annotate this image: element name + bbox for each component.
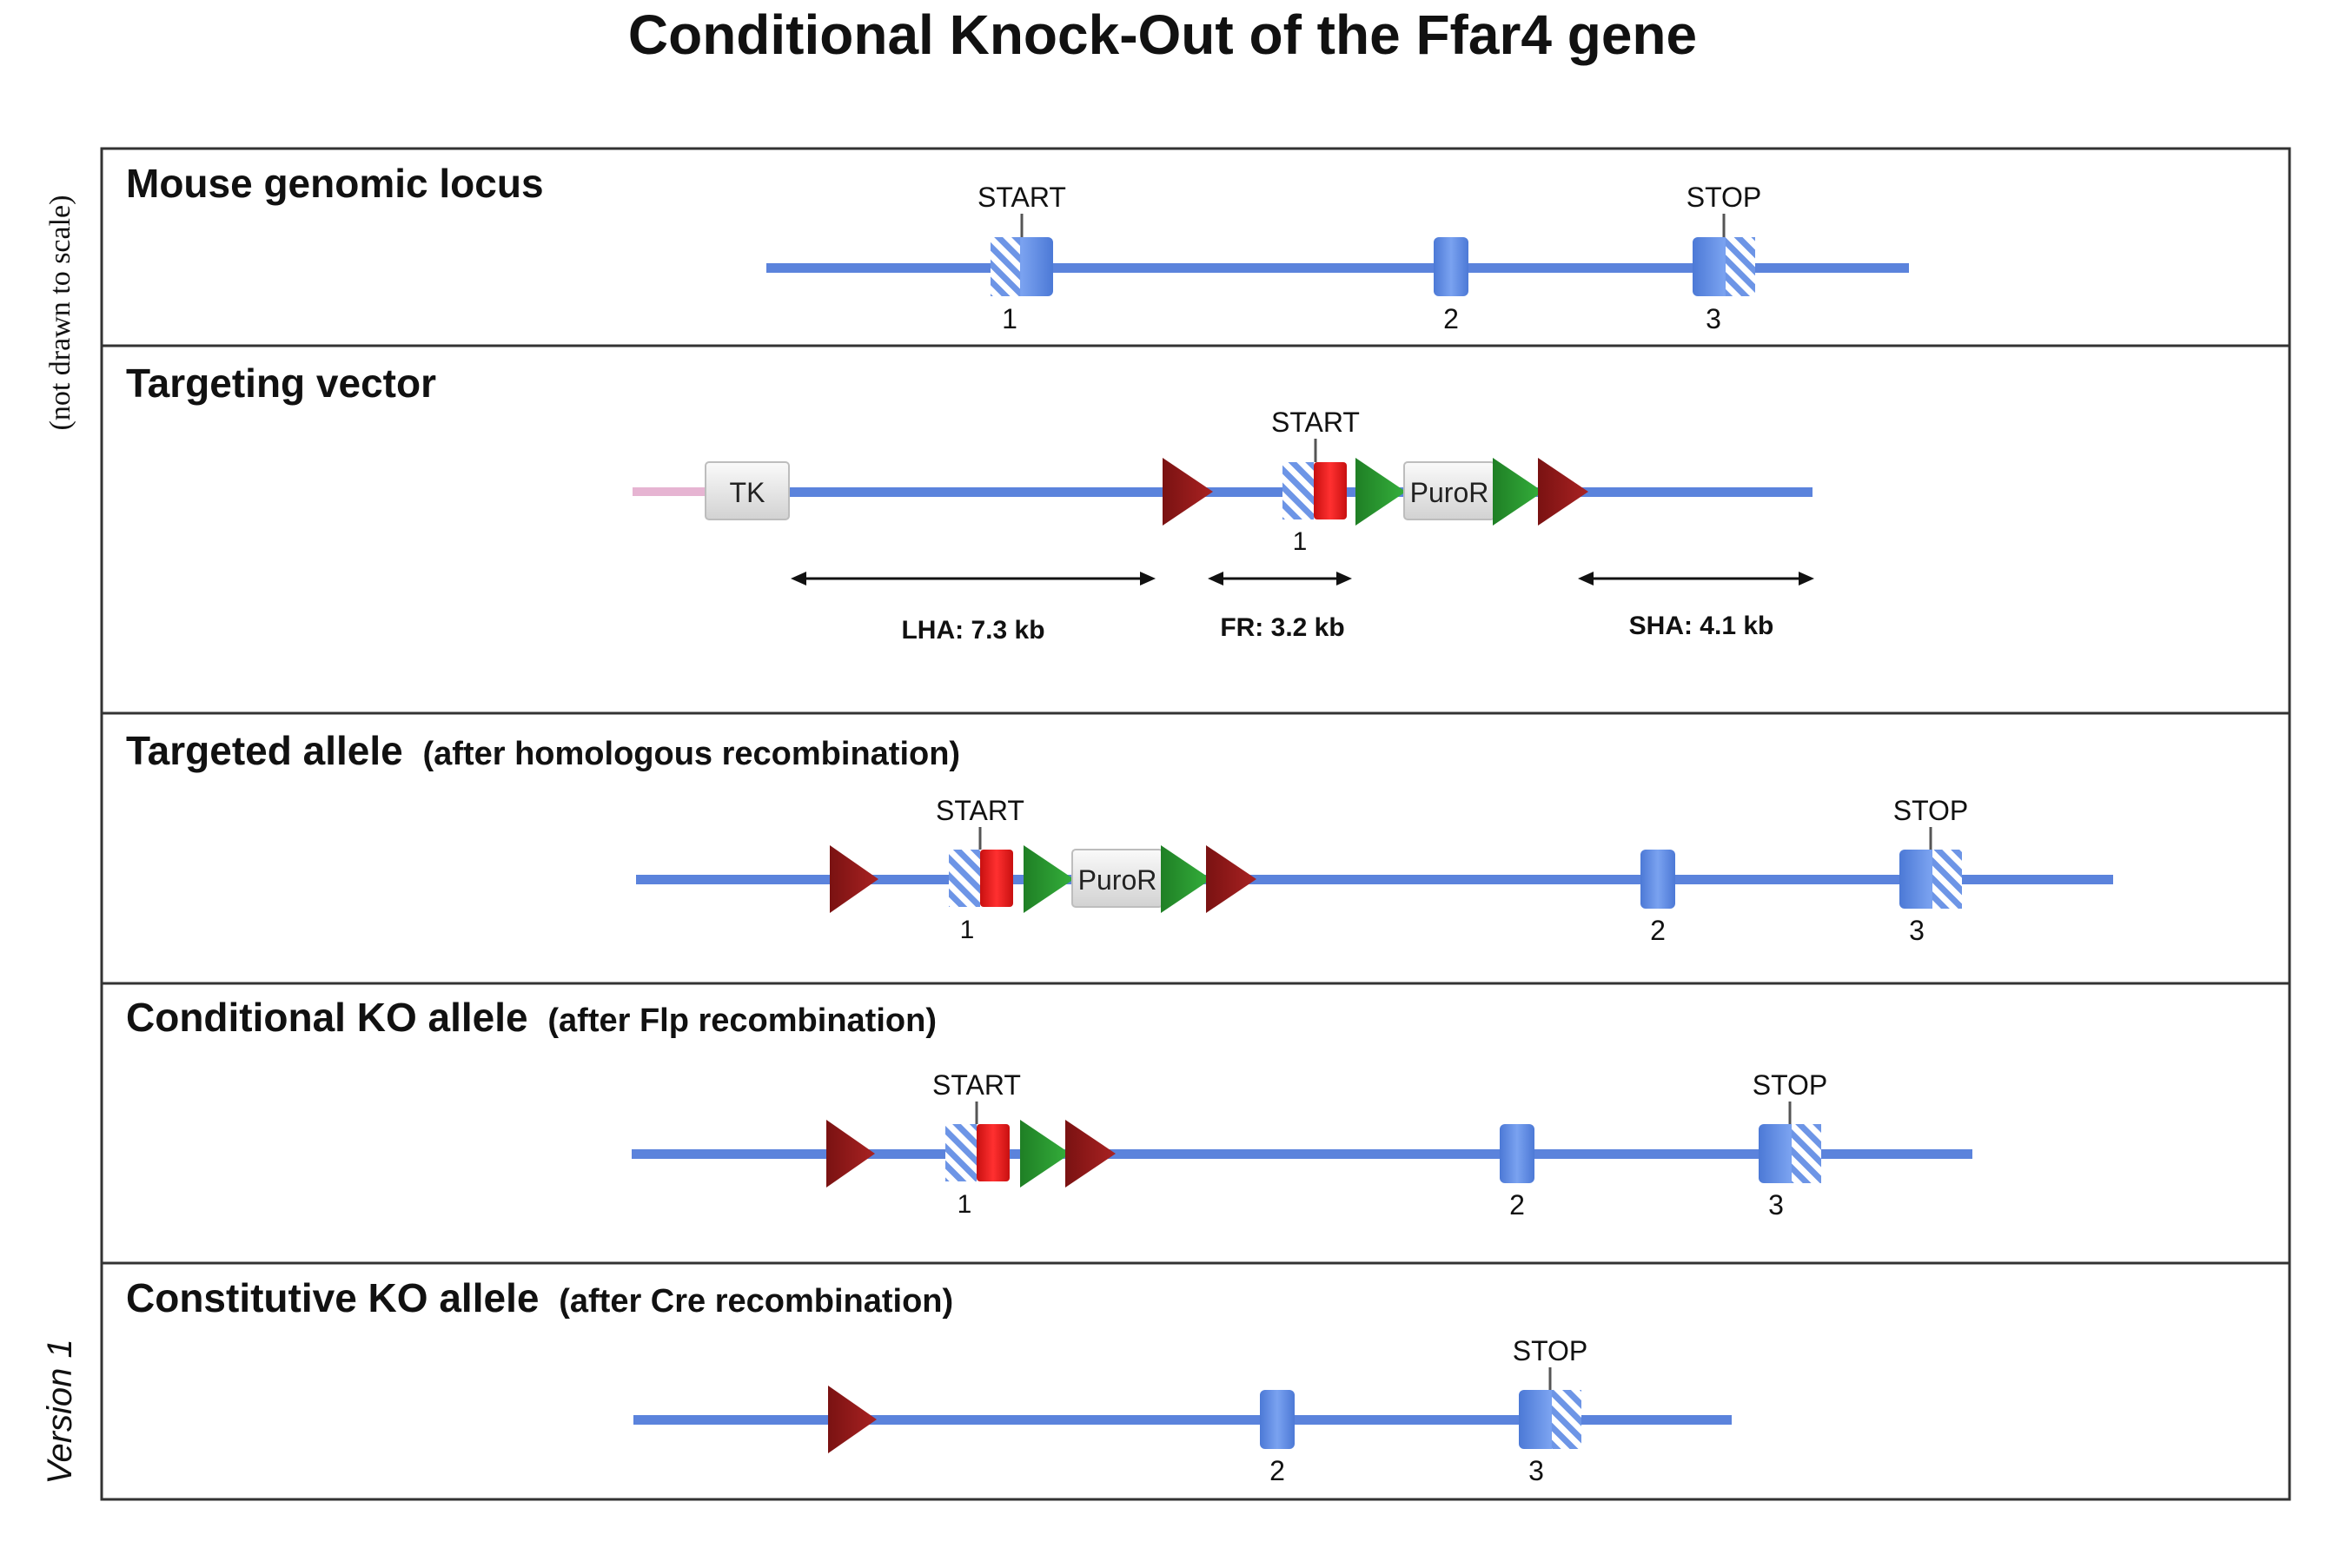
loxp-site: [826, 1120, 875, 1188]
arm-label: LHA: 7.3 kb: [901, 616, 1044, 645]
arrow-head: [1208, 572, 1223, 586]
arm-label: FR: 3.2 kb: [1220, 613, 1344, 642]
backbone-line: [633, 1415, 1732, 1425]
start-label: START: [1271, 407, 1360, 438]
conditional-map: START 1 2 STOP 3: [632, 1069, 1972, 1221]
arrow-head: [1578, 572, 1594, 586]
exon-1-coding: [980, 850, 1013, 907]
exon-number: 1: [1293, 527, 1308, 556]
panel-title-text: Mouse genomic locus: [126, 161, 544, 206]
panel-title-text: Targeting vector: [126, 361, 436, 406]
exon-number: 2: [1650, 915, 1666, 946]
exon-3-utr: [1932, 850, 1962, 909]
figure-title: Conditional Knock-Out of the Ffar4 gene: [628, 3, 1697, 66]
backbone-line: [766, 263, 1909, 273]
backbone-line: [632, 1149, 1972, 1159]
stop-label: STOP: [1893, 795, 1969, 826]
exon-number: 1: [960, 916, 975, 944]
vector-tail: [633, 487, 707, 496]
backbone-line: [707, 487, 1813, 497]
exon-1-utr: [991, 237, 1020, 296]
exon-number: 3: [1528, 1455, 1544, 1486]
exon-1-coding: [1314, 462, 1347, 519]
exon-1-utr: [1282, 462, 1314, 519]
loxp-site: [828, 1386, 877, 1453]
panel-frame: [100, 147, 2291, 1501]
exon-3-utr: [1726, 237, 1755, 296]
stop-label: STOP: [1753, 1069, 1828, 1101]
loxp-site: [1065, 1120, 1116, 1188]
panel-title-vector: Targeting vector: [126, 361, 436, 406]
stop-label: STOP: [1687, 182, 1762, 213]
frt-site: [1355, 458, 1406, 526]
arrow-head: [1336, 572, 1352, 586]
panel-title-text: Conditional KO allele: [126, 995, 528, 1040]
locus-map: START STOP 1 2 3: [766, 182, 1909, 334]
panel-title-conditional: Conditional KO allele (after Flp recombi…: [126, 995, 937, 1040]
arrow-head: [791, 572, 806, 586]
arrow-head: [1140, 572, 1156, 586]
panel-subtitle: (after Flp recombination): [547, 1002, 937, 1039]
exon-number: 3: [1768, 1189, 1784, 1221]
tk-label: TK: [730, 477, 765, 508]
loxp-site: [1206, 845, 1256, 913]
exon-number: 3: [1706, 303, 1721, 334]
panel-title-text: Targeted allele: [126, 728, 403, 773]
exon-number: 3: [1909, 915, 1925, 946]
exon-1-utr: [945, 1124, 977, 1181]
start-label: START: [932, 1069, 1021, 1101]
vector-map: TK START 1 PuroR LHA: 7.3 kb FR: 3.2 kb …: [633, 407, 1814, 645]
exon-number: 1: [958, 1190, 972, 1219]
stop-label: STOP: [1513, 1335, 1588, 1366]
exon-number: 1: [1002, 303, 1017, 334]
arrow-head: [1799, 572, 1814, 586]
panel-title-text: Constitutive KO allele: [126, 1275, 539, 1320]
panel-subtitle: (after Cre recombination): [559, 1283, 953, 1320]
frt-site: [1024, 845, 1074, 913]
puror-label: PuroR: [1410, 477, 1489, 508]
panel-subtitle: (after homologous recombination): [423, 736, 961, 772]
exon-2: [1434, 237, 1468, 296]
scale-note: (not drawn to scale): [44, 195, 76, 431]
tk-cassette: [705, 461, 790, 520]
targeted-map: START 1 PuroR 2 STOP 3: [636, 795, 2113, 946]
version-note: Version 1: [41, 1339, 79, 1485]
exon-2: [1640, 850, 1675, 909]
loxp-site: [830, 845, 878, 913]
arm-label: SHA: 4.1 kb: [1629, 612, 1774, 640]
frt-site: [1161, 845, 1211, 913]
frt-site: [1493, 458, 1543, 526]
exon-3-utr: [1552, 1390, 1581, 1449]
loxp-site: [1163, 458, 1213, 526]
puror-label: PuroR: [1078, 864, 1157, 896]
exon-number: 2: [1269, 1455, 1285, 1486]
exon-number: 2: [1443, 303, 1459, 334]
exon-number: 2: [1509, 1189, 1525, 1221]
exon-3-utr: [1792, 1124, 1821, 1183]
loxp-site: [1538, 458, 1588, 526]
exon-2: [1500, 1124, 1534, 1183]
panel-title-targeted: Targeted allele (after homologous recomb…: [126, 728, 960, 773]
backbone-line: [636, 875, 2113, 884]
start-label: START: [936, 795, 1024, 826]
constitutive-map: 2 STOP 3: [633, 1335, 1732, 1486]
panel-title-locus: Mouse genomic locus: [126, 161, 544, 206]
frt-site: [1020, 1120, 1070, 1188]
exon-2: [1260, 1390, 1295, 1449]
exon-1-coding: [977, 1124, 1010, 1181]
panel-title-constitutive: Constitutive KO allele (after Cre recomb…: [126, 1275, 953, 1320]
exon-1-utr: [949, 850, 980, 907]
start-label: START: [978, 182, 1066, 213]
